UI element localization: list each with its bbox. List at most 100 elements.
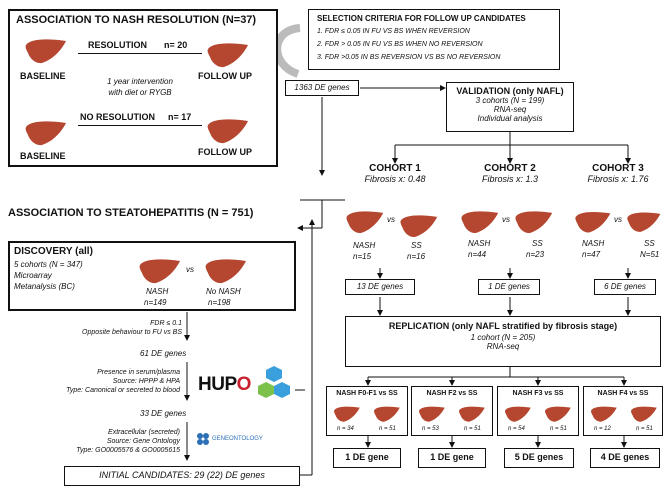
filter1-line1: FDR ≤ 0.1 — [150, 320, 182, 327]
nash-label: NASH — [468, 239, 491, 248]
de-33-label: 33 DE genes — [140, 409, 187, 418]
vs-label: vs — [186, 265, 194, 274]
liver-icon — [346, 211, 384, 234]
ss-n: n=23 — [526, 250, 545, 259]
validation-line3: Individual analysis — [477, 114, 543, 123]
filter1-line2: Opposite behaviour to FU vs BS — [82, 329, 182, 336]
validation-line1: 3 cohorts (N = 199) — [475, 96, 545, 105]
ss-n: n = 51 — [379, 426, 396, 432]
replication-line2: RNA-seq — [486, 342, 520, 351]
group-title: NASH F2 vs SS — [426, 390, 478, 397]
cohort-title: COHORT 1 — [369, 163, 421, 174]
baseline-label-2: BASELINE — [20, 151, 66, 161]
resolution-label: RESOLUTION — [88, 40, 148, 50]
discovery-line1: 5 cohorts (N = 347) — [14, 260, 83, 269]
cohort-fibrosis: Fibrosis x: 1.76 — [587, 174, 649, 184]
result-f0f1: 1 DE gene — [333, 448, 401, 468]
result-f4: 4 DE genes — [590, 448, 660, 468]
criteria-item-1: 1. FDR ≤ 0.05 IN FU VS BS WHEN REVERSION — [317, 28, 470, 35]
cohort-3: COHORT 3 Fibrosis x: 1.76 vs NASH n=47 S… — [572, 163, 664, 273]
selection-criteria-panel: SELECTION CRITERIA FOR FOLLOW UP CANDIDA… — [308, 9, 560, 70]
liver-icon — [205, 259, 246, 284]
ss-label: SS — [532, 239, 543, 248]
cohort-title: COHORT 3 — [592, 163, 644, 174]
no-resolution-label: NO RESOLUTION — [80, 112, 156, 122]
nash-n: n=149 — [144, 298, 167, 307]
cohort-1: COHORT 1 Fibrosis x: 0.48 vs NASH n=15 S… — [345, 163, 445, 273]
liver-icon — [25, 121, 66, 146]
ss-n: n=16 — [407, 252, 426, 261]
vs-label: vs — [614, 215, 622, 224]
cohort-title: COHORT 2 — [484, 163, 536, 174]
liver-icon — [139, 259, 180, 284]
ss-n: n = 51 — [550, 426, 567, 432]
cohort-fibrosis: Fibrosis x: 1.3 — [481, 174, 539, 184]
de-61-label: 61 DE genes — [140, 349, 187, 358]
nash-label: NASH — [582, 239, 605, 248]
follow-up-label: FOLLOW UP — [198, 71, 252, 81]
liver-icon — [400, 215, 438, 238]
fibrosis-group-f3: NASH F3 vs SS n = 54 n = 51 — [497, 386, 579, 436]
liver-icon — [419, 406, 445, 422]
nash-n: n=47 — [582, 250, 601, 259]
fibrosis-group-f0f1: NASH F0-F1 vs SS n = 34 n = 51 — [326, 386, 408, 436]
replication-panel: REPLICATION (only NAFL stratified by fib… — [345, 316, 661, 367]
nash-label: NASH — [353, 241, 376, 250]
validation-line2: RNA-seq — [493, 105, 527, 114]
gene-ontology-logo-icon — [197, 433, 209, 445]
cohort-1-de-box: 13 DE genes — [345, 279, 415, 295]
filter3-line2: Source: Gene Ontology — [106, 438, 180, 445]
criteria-item-2: 2. FDR > 0.05 IN FU VS BS WHEN NO REVERS… — [317, 41, 483, 48]
hupo-logo: HUPO — [198, 374, 251, 395]
result-f3: 5 DE genes — [504, 448, 574, 468]
result-label: 4 DE genes — [600, 452, 650, 462]
initial-candidates-label: INITIAL CANDIDATES: 29 (22) DE genes — [99, 470, 265, 480]
liver-icon — [207, 119, 248, 144]
selection-criteria-title: SELECTION CRITERIA FOR FOLLOW UP CANDIDA… — [317, 14, 526, 23]
vs-label: vs — [387, 215, 395, 224]
follow-up-label-2: FOLLOW UP — [198, 147, 252, 157]
nash-n: n=15 — [353, 252, 372, 261]
criteria-item-3: 3. FDR >0.05 IN BS REVERSION VS BS NO RE… — [317, 54, 501, 61]
no-nash-label: No NASH — [206, 287, 241, 296]
liver-icon — [459, 406, 485, 422]
hexagon-logo-icon — [258, 366, 290, 398]
replication-line1: 1 cohort (N = 205) — [470, 333, 536, 342]
group-title: NASH F4 vs SS — [597, 390, 649, 397]
discovery-panel: DISCOVERY (all) 5 cohorts (N = 347) Micr… — [8, 241, 296, 311]
liver-icon — [515, 211, 553, 234]
filter2-line1: Presence in serum/plasma — [97, 369, 180, 376]
result-label: 5 DE genes — [514, 452, 564, 462]
replication-title: REPLICATION (only NAFL stratified by fib… — [388, 321, 618, 331]
gene-ontology-logo: GENEONTOLOGY — [212, 436, 263, 442]
no-resolution-n: n= 17 — [168, 112, 192, 122]
filter3-line3: Type: GO0005576 & GO0005615 — [76, 447, 180, 454]
group-title: NASH F3 vs SS — [512, 390, 564, 397]
de-1363-box: 1363 DE genes — [285, 80, 359, 96]
discovery-line2: Microarray — [14, 271, 52, 280]
nash-n: n = 54 — [508, 426, 525, 432]
liver-icon — [207, 43, 248, 68]
ss-n: n = 51 — [636, 426, 653, 432]
result-label: 1 DE gene — [345, 452, 389, 462]
cohort-3-de-box: 6 DE genes — [594, 279, 656, 295]
intervention-text-1: 1 year intervention — [107, 77, 173, 86]
liver-icon — [575, 211, 611, 233]
liver-icon — [334, 406, 360, 422]
vs-label: vs — [502, 215, 510, 224]
filter3-line1: Extracellular (secreted) — [108, 429, 180, 436]
filter2-line2: Source: HPPP & HPA — [112, 378, 180, 385]
liver-icon — [591, 406, 617, 422]
validation-title: VALIDATION (only NAFL) — [456, 86, 564, 96]
discovery-title: DISCOVERY (all) — [14, 246, 93, 257]
liver-icon — [505, 406, 531, 422]
liver-icon — [374, 406, 400, 422]
nash-resolution-panel: ASSOCIATION TO NASH RESOLUTION (N=37) BA… — [8, 9, 278, 167]
no-resolution-underline — [78, 125, 202, 126]
baseline-label: BASELINE — [20, 71, 66, 81]
cohort-2-de-box: 1 DE genes — [478, 279, 540, 295]
nash-label: NASH — [146, 287, 169, 296]
nash-n: n = 12 — [594, 426, 611, 432]
ss-n: n = 51 — [464, 426, 481, 432]
